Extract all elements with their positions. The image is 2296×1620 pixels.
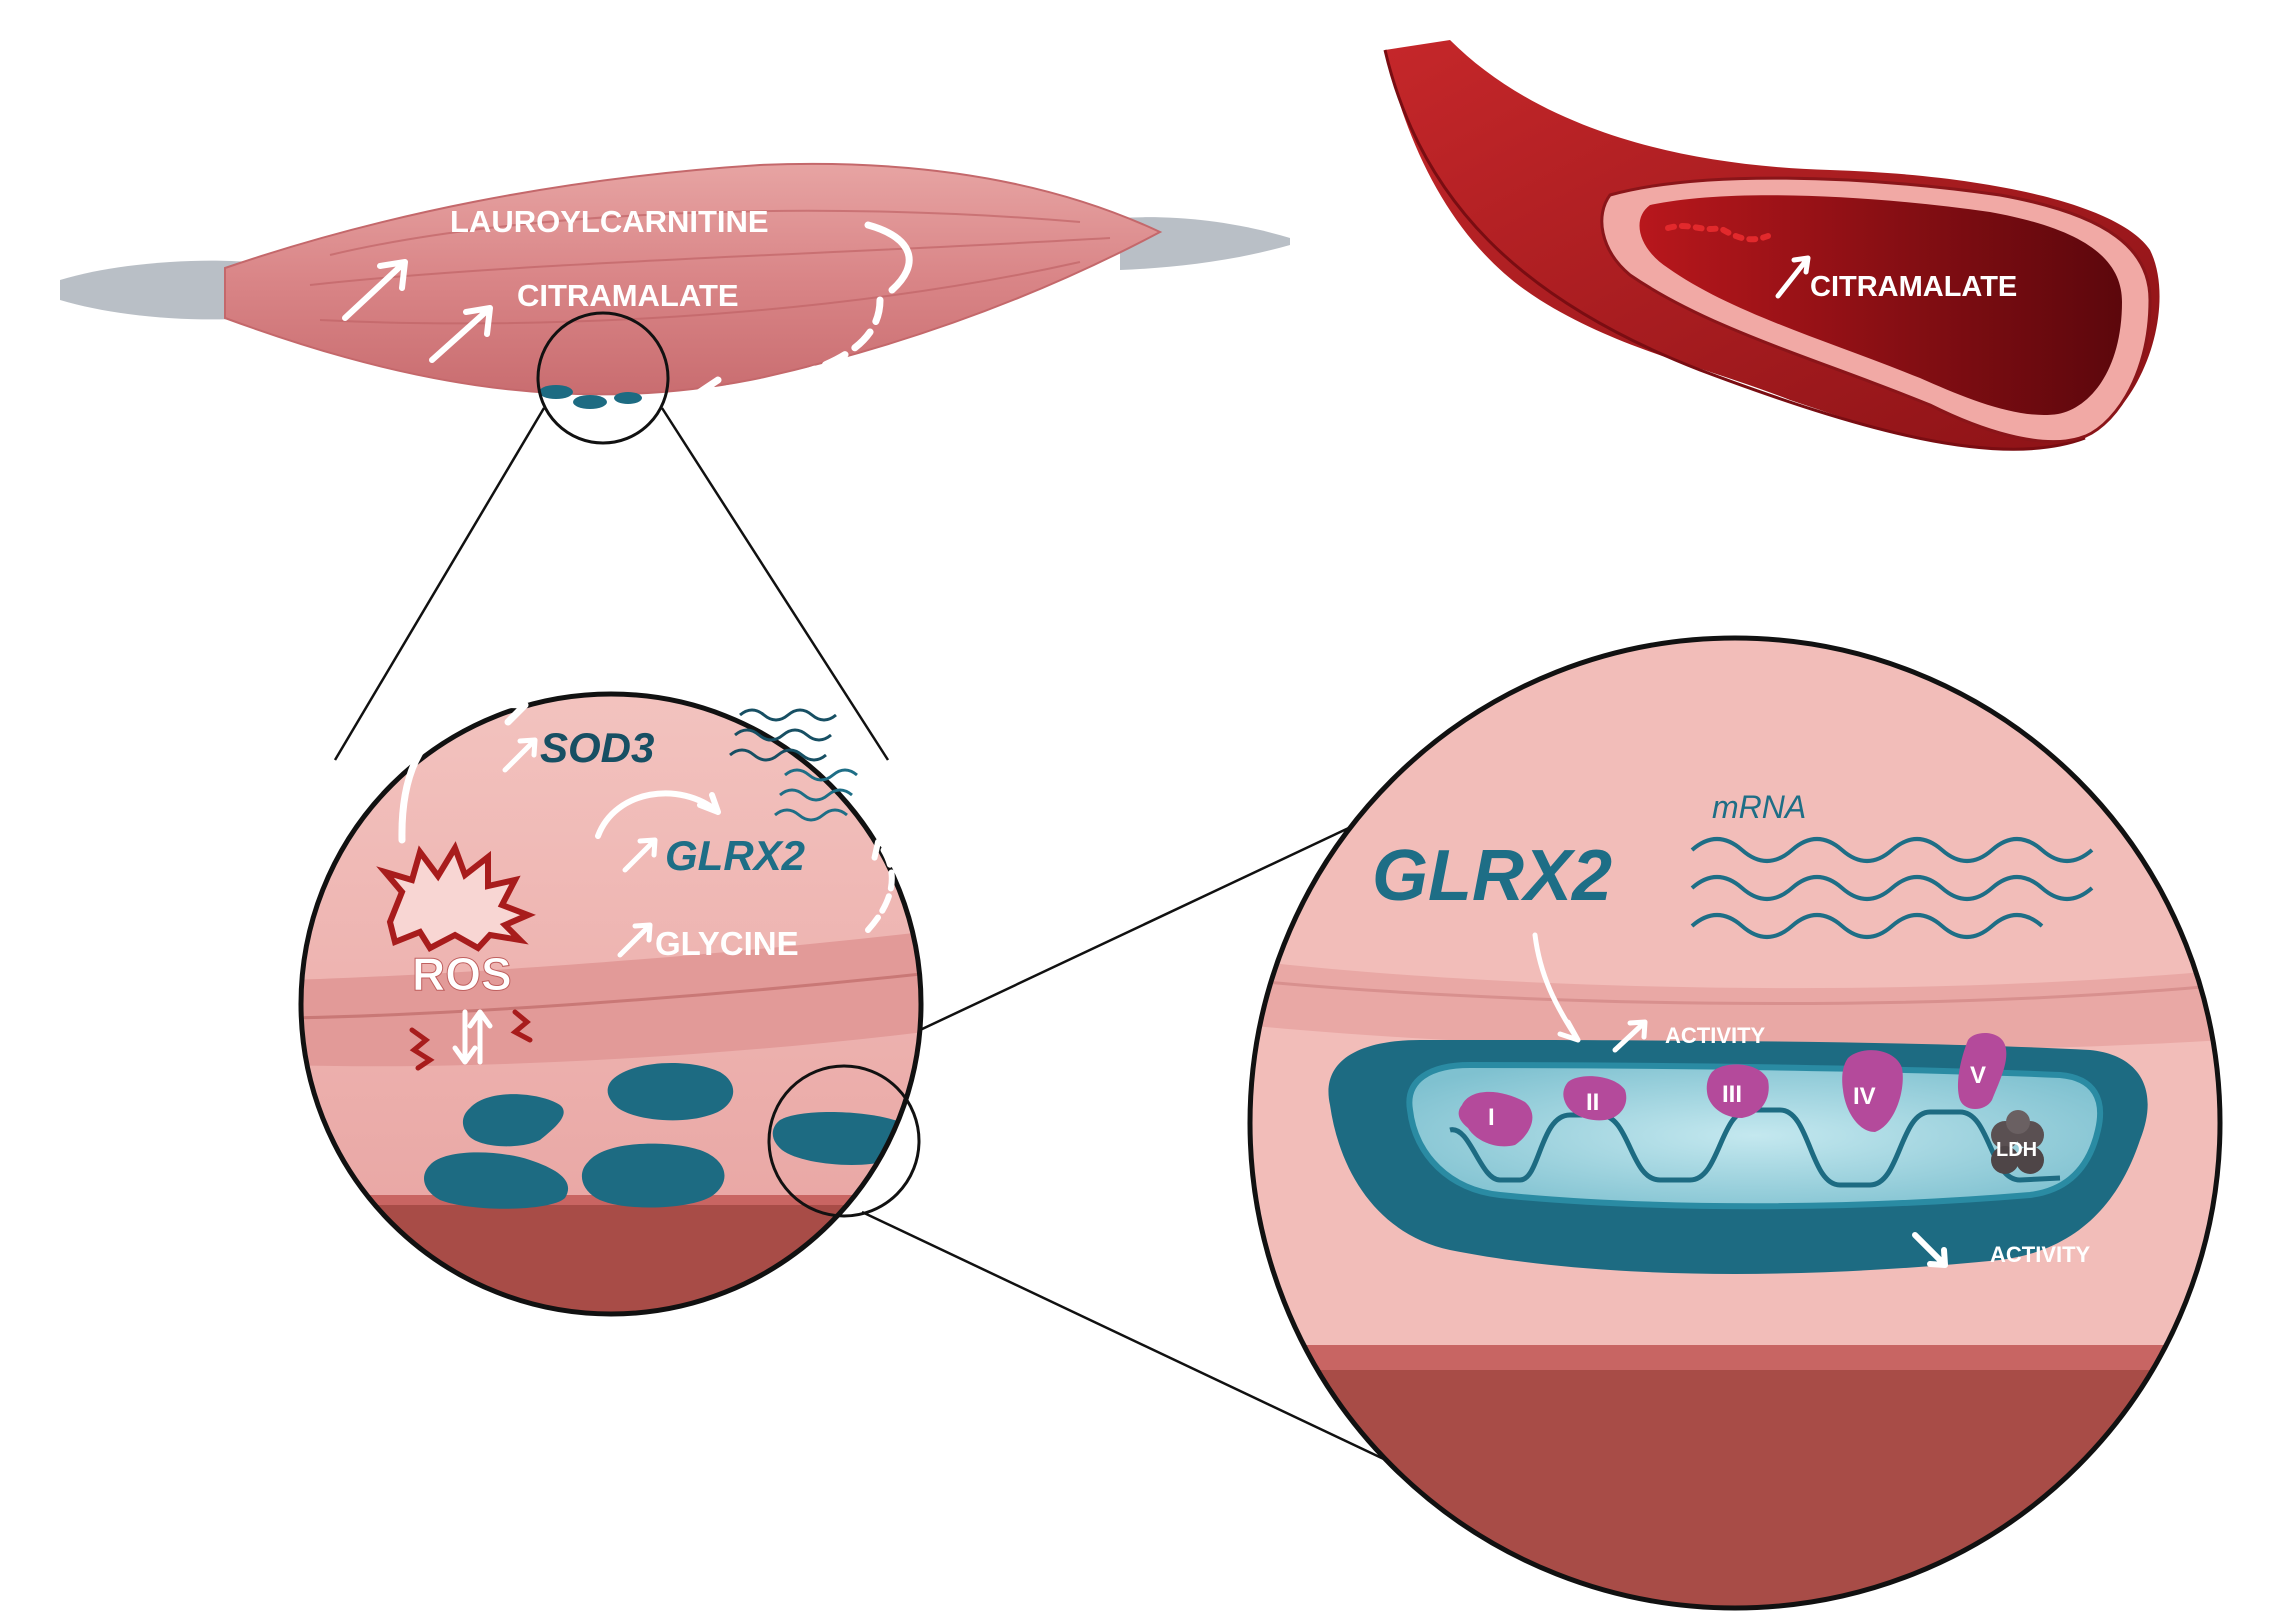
- up-arrow-icon: [467, 1009, 493, 1065]
- curved-arrow-icon: [398, 688, 529, 844]
- activity-up-label: ACTIVITY: [1665, 1023, 1766, 1048]
- complex-label-v: V: [1970, 1062, 1986, 1089]
- tendon-left: [60, 260, 250, 320]
- complex-label-iii: III: [1722, 1081, 1742, 1108]
- up-arrow-icon: [1612, 1019, 1648, 1053]
- curved-arrow-icon: [865, 839, 897, 933]
- complex-label-ii: II: [1586, 1089, 1599, 1116]
- blood-vessel-illustration: CITRAMALATE: [1383, 40, 2160, 451]
- zoom-circle-mito-source: [767, 1064, 921, 1218]
- activity-down-label: ACTIVITY: [1990, 1242, 2091, 1267]
- cell-gene-1: SOD3: [540, 724, 654, 771]
- curved-arrow-icon: [864, 221, 913, 294]
- up-arrow-icon: [1775, 255, 1811, 299]
- curved-arrow-icon: [1532, 932, 1581, 1043]
- zoom-line: [333, 407, 546, 761]
- muscle-metabolite-1: LAUROYLCARNITINE: [450, 204, 769, 239]
- zoom-circle-small: [536, 311, 670, 445]
- complex-label-iv: IV: [1853, 1083, 1876, 1110]
- complex-label-i: I: [1488, 1104, 1495, 1131]
- wave-icon: [1690, 837, 2094, 939]
- vessel-metabolite: CITRAMALATE: [1810, 271, 2017, 303]
- up-arrow-icon: [502, 737, 538, 773]
- zoom-line: [861, 1210, 1444, 1489]
- ros-label: ROS: [412, 948, 512, 1000]
- up-arrow-icon: [617, 922, 653, 958]
- cell-metabolite: GLYCINE: [655, 925, 799, 962]
- lightning-icon: [510, 1009, 533, 1043]
- tendon-right: [1120, 217, 1290, 270]
- mitochondrion: [462, 1094, 564, 1147]
- complex-iv: [1842, 1050, 1903, 1132]
- starburst-icon: [376, 841, 536, 952]
- membrane-band: [301, 930, 921, 1067]
- zoom-line: [660, 407, 890, 761]
- cell-gene-2: GLRX2: [665, 832, 805, 879]
- curved-arrow-icon: [595, 790, 721, 839]
- wave-icon: [729, 708, 837, 762]
- mitochondrion: [424, 1152, 569, 1209]
- up-arrow-icon: [342, 259, 408, 321]
- mitochondrion: [772, 1111, 912, 1165]
- mitochondria-cluster: [539, 385, 642, 409]
- up-arrow-icon: [429, 305, 493, 363]
- mitochondrion: [607, 1062, 734, 1121]
- complex-i: [1458, 1091, 1533, 1147]
- mito-gene: GLRX2: [1372, 836, 1612, 916]
- mitochondrion: [581, 1143, 725, 1208]
- complex-v: [1957, 1033, 2007, 1109]
- down-arrow-icon: [452, 1009, 478, 1065]
- curved-arrow-icon: [696, 296, 884, 406]
- mrna-label: mRNA: [1712, 789, 1806, 825]
- lightning-icon: [409, 1027, 435, 1071]
- zoom-circle-cell: [298, 691, 924, 1317]
- ldh-label: LDH: [1996, 1139, 2037, 1161]
- up-arrow-icon: [622, 837, 658, 873]
- muscle-illustration: LAUROYLCARNITINE CITRAMALATE: [60, 162, 1290, 445]
- down-arrow-icon: [1912, 1232, 1948, 1268]
- vessel-outer-edge: [1383, 49, 2086, 451]
- complex-iii: [1706, 1064, 1769, 1118]
- muscle-fiber-line: [319, 261, 1081, 325]
- vessel-lumen: [1639, 195, 2122, 416]
- complex-ii: [1563, 1076, 1627, 1121]
- ldh-enzyme: [1991, 1110, 2044, 1174]
- cristae: [1449, 1107, 2061, 1188]
- muscle-fiber-line: [329, 209, 1081, 256]
- cell-zoom: SOD3 GLRX2 GLYCINE ROS: [298, 688, 924, 1317]
- muscle-metabolite-2: CITRAMALATE: [517, 278, 739, 313]
- mito-zoom: I II III IV V LDH GLRX2 mRNA ACTIVITY AC…: [1247, 635, 2223, 1611]
- wave-icon: [774, 768, 858, 822]
- blood-cells: [1665, 223, 1771, 243]
- membrane-band: [1250, 960, 2220, 1051]
- zoom-circle-mitochondrion: [1247, 635, 2223, 1611]
